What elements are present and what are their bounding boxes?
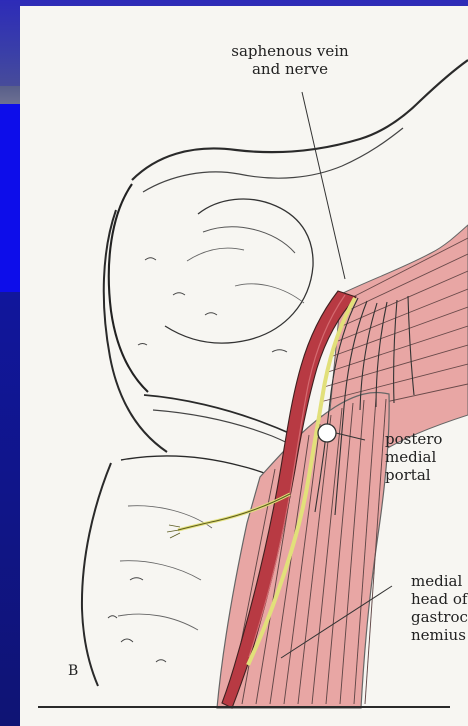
gastroc-label-line-2: head of (411, 590, 468, 608)
anatomy-illustration: saphenous vein and nerve postero medial … (20, 6, 468, 726)
portal-label-line-2: medial (385, 448, 468, 466)
saphenous-label-line-1: saphenous vein (200, 42, 380, 60)
gastroc-label-line-3: gastroc (411, 608, 468, 626)
gastroc-label-line-4: nemius (411, 626, 468, 644)
posteromedial-portal-marker (318, 424, 336, 442)
portal-label-line-3: portal (385, 466, 468, 484)
saphenous-label-line-2: and nerve (200, 60, 380, 78)
slide-left-strip (0, 292, 22, 726)
posteromedial-portal-label: postero medial portal (385, 430, 468, 484)
panel-letter: B (68, 662, 78, 680)
knee-diagram-svg (20, 6, 468, 726)
medial-head-of-gastrocnemius-label: medial head of gastroc nemius (411, 572, 468, 644)
gastroc-label-line-1: medial (411, 572, 468, 590)
saphenous-vein-and-nerve-label: saphenous vein and nerve (200, 42, 380, 78)
portal-label-line-1: postero (385, 430, 468, 448)
